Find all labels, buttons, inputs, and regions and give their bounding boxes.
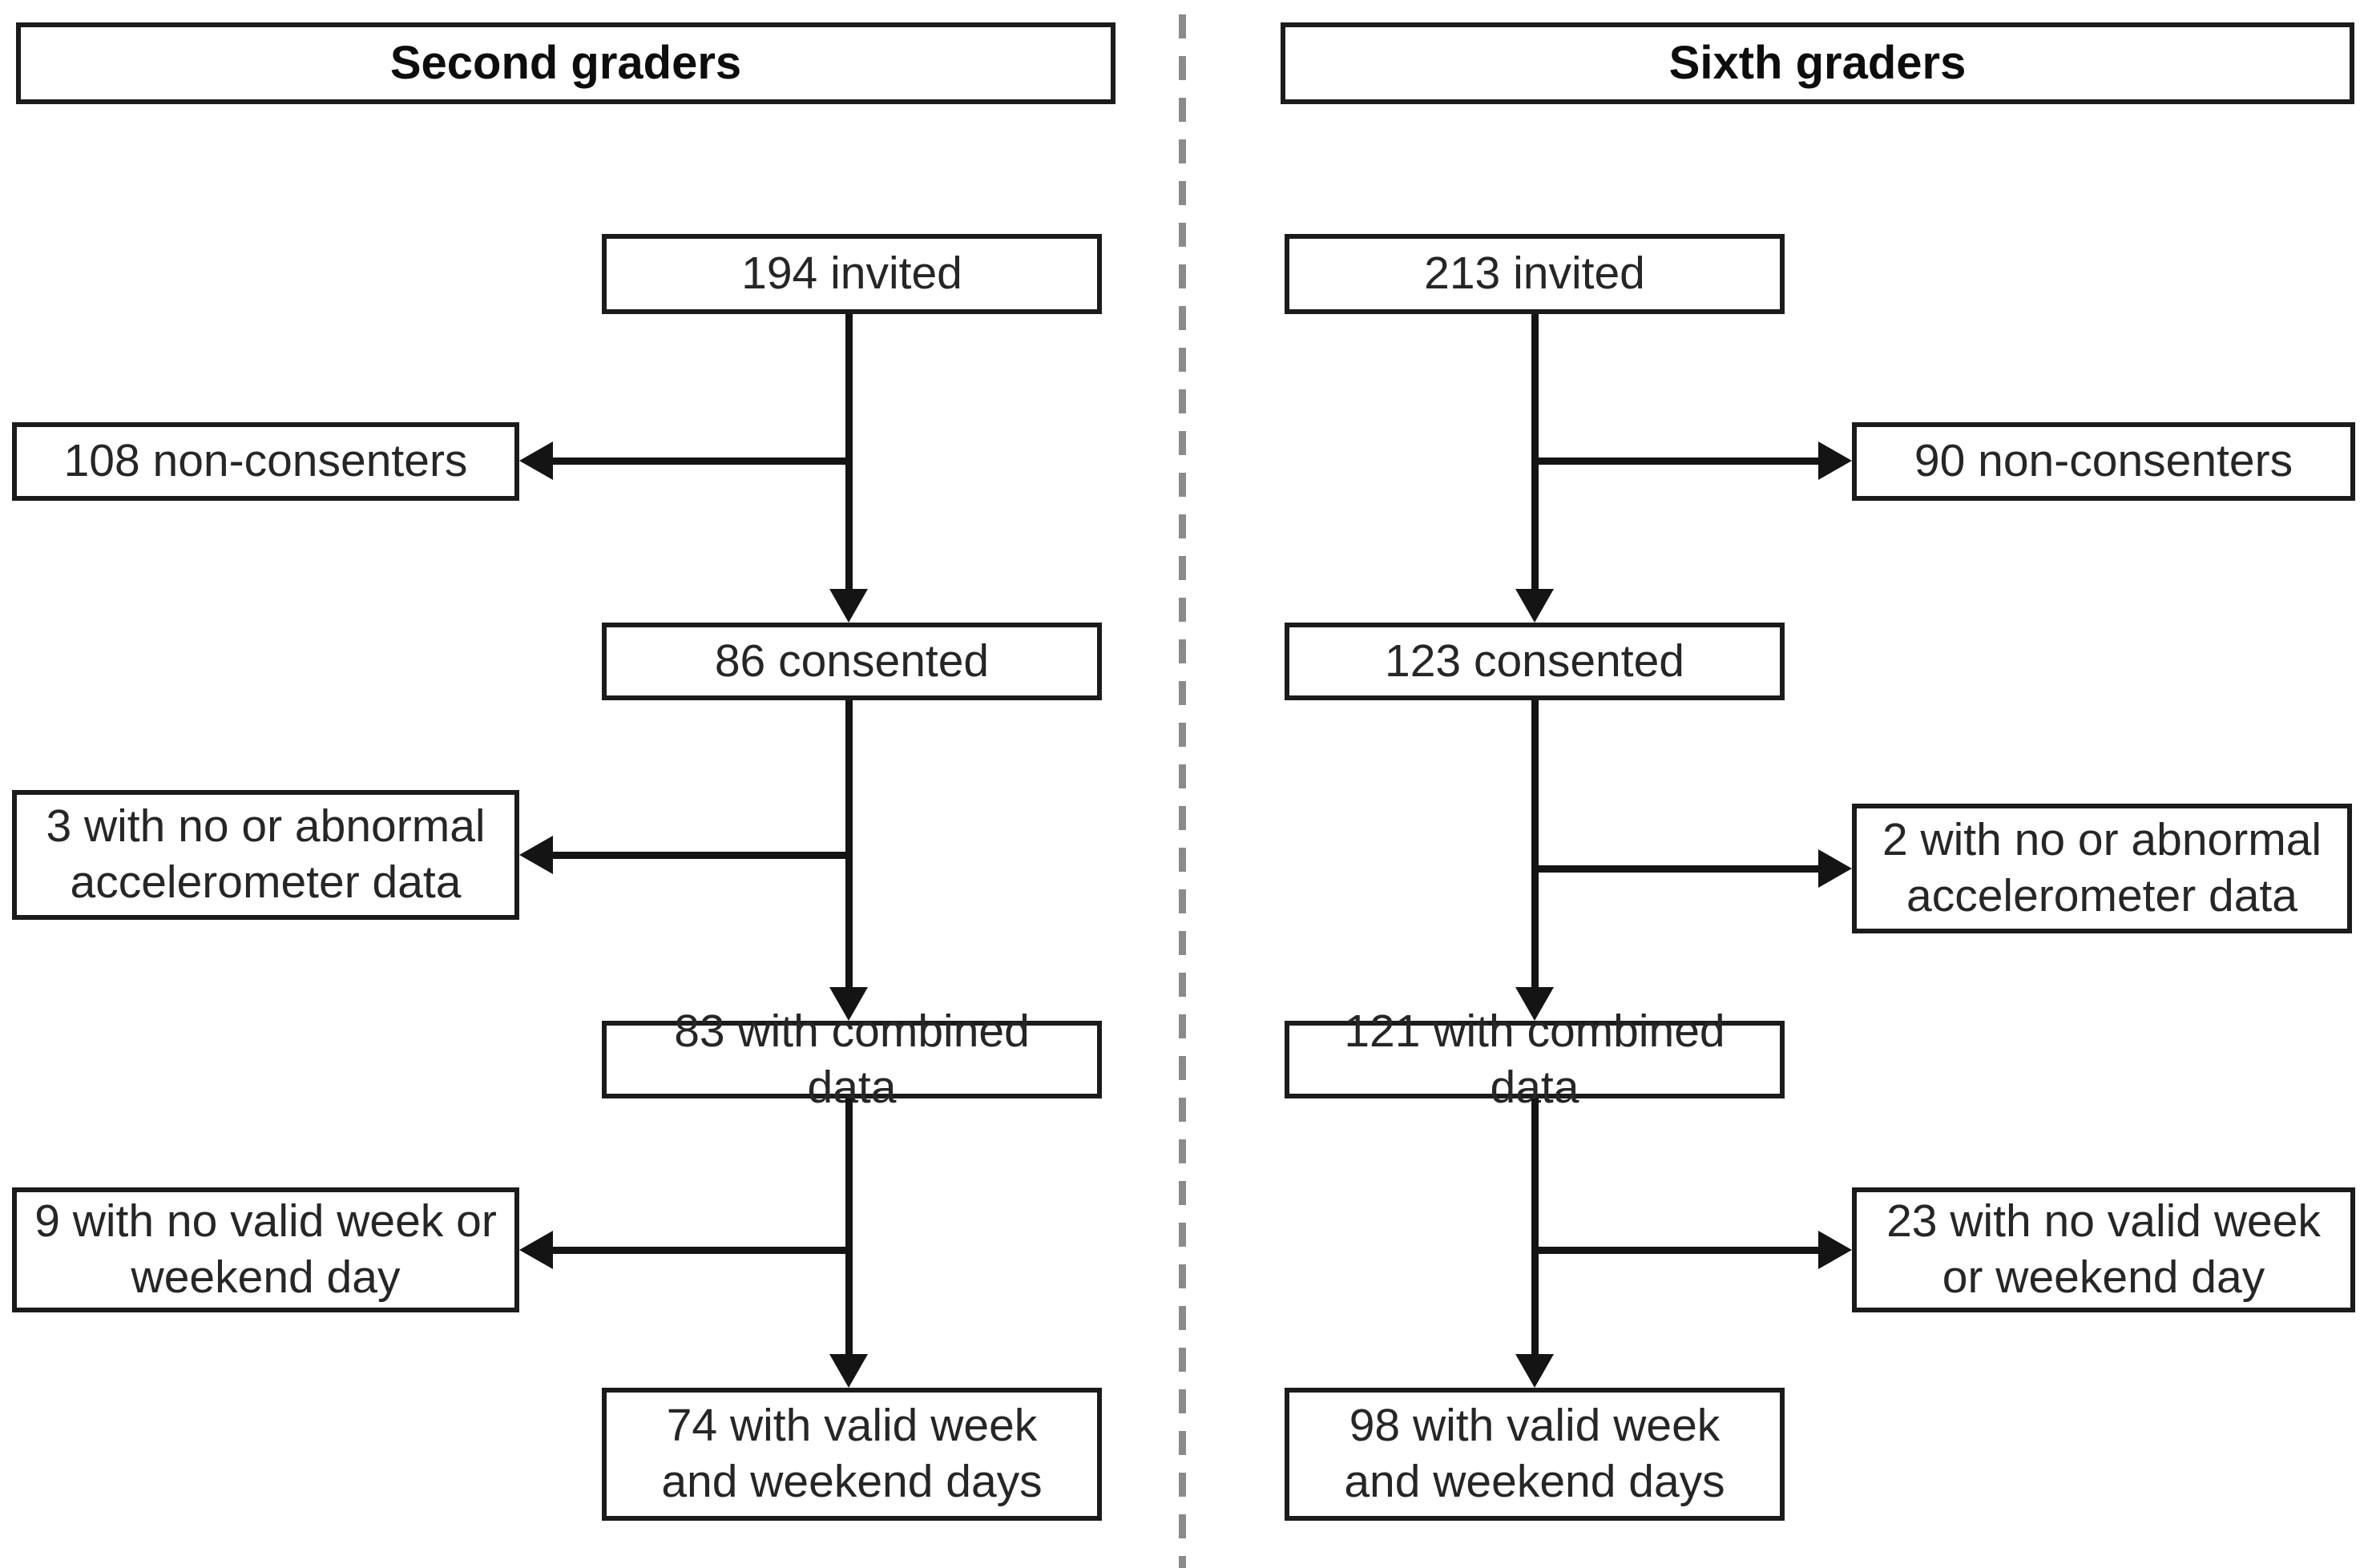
flow-line-sixth-consented-to-combined xyxy=(1531,700,1539,987)
node-second-consented-label: 86 consented xyxy=(714,635,990,687)
arrowhead-right-sixth-no-valid xyxy=(1818,1231,1852,1269)
arrowhead-left-second-abnormal xyxy=(519,836,553,874)
arrowhead-left-second-no-valid xyxy=(519,1231,553,1269)
node-sixth-no-or-abnormal-data-label: 2 with no or abnormal accelerometer data xyxy=(1882,814,2322,921)
header-sixth-graders: Sixth graders xyxy=(1281,22,2354,104)
node-sixth-consented-label: 123 consented xyxy=(1385,635,1684,687)
flow-line-second-consented-to-combined xyxy=(845,700,853,987)
node-second-non-consenters-label: 108 non-consenters xyxy=(63,435,468,487)
node-second-combined-data: 83 with combined data xyxy=(602,1006,1102,1113)
node-second-no-valid-days: 9 with no valid week or weekend day xyxy=(12,1187,519,1312)
node-sixth-no-or-abnormal-data: 2 with no or abnormal accelerometer data xyxy=(1852,804,2352,933)
flow-line-sixth-invited-to-consented xyxy=(1531,314,1539,591)
node-second-consented: 86 consented xyxy=(602,623,1102,700)
flow-line-sixth-combined-to-valid xyxy=(1531,1098,1539,1354)
node-sixth-no-valid-days: 23 with no valid week or weekend day xyxy=(1852,1187,2355,1312)
node-sixth-combined-data-label: 121 with combined data xyxy=(1344,1005,1725,1113)
node-sixth-invited-label: 213 invited xyxy=(1424,248,1645,300)
arrowhead-down-second-valid xyxy=(829,1354,868,1388)
node-sixth-non-consenters: 90 non-consenters xyxy=(1852,422,2355,501)
flow-line-second-branch-no-valid xyxy=(553,1247,852,1254)
arrowhead-down-second-consented xyxy=(829,589,868,623)
node-second-no-valid-days-label: 9 with no valid week or weekend day xyxy=(34,1195,497,1303)
node-sixth-combined-data: 121 with combined data xyxy=(1285,1006,1785,1113)
flow-line-second-combined-to-valid xyxy=(845,1098,853,1354)
flow-line-second-branch-abnormal xyxy=(553,852,852,859)
arrowhead-right-sixth-non-consenters xyxy=(1818,441,1852,480)
arrowhead-left-second-non-consenters xyxy=(519,441,553,480)
arrowhead-down-sixth-consented xyxy=(1515,589,1554,623)
node-second-valid-days: 74 with valid week and weekend days xyxy=(602,1388,1102,1521)
node-second-non-consenters: 108 non-consenters xyxy=(12,422,519,501)
node-sixth-invited: 213 invited xyxy=(1285,234,1785,314)
column-divider-dashed-line xyxy=(1179,14,1186,1568)
arrowhead-down-second-combined xyxy=(829,987,868,1021)
header-second-graders-label: Second graders xyxy=(389,36,742,89)
node-second-invited: 194 invited xyxy=(602,234,1102,314)
node-second-invited-label: 194 invited xyxy=(741,248,962,300)
node-second-no-or-abnormal-data-label: 3 with no or abnormal accelerometer data xyxy=(46,800,486,908)
node-sixth-valid-days: 98 with valid week and weekend days xyxy=(1285,1388,1785,1521)
node-second-valid-days-label: 74 with valid week and weekend days xyxy=(661,1400,1043,1507)
arrowhead-down-sixth-combined xyxy=(1515,987,1554,1021)
header-second-graders: Second graders xyxy=(16,22,1115,104)
arrowhead-down-sixth-valid xyxy=(1515,1354,1554,1388)
node-second-no-or-abnormal-data: 3 with no or abnormal accelerometer data xyxy=(12,790,519,920)
node-sixth-valid-days-label: 98 with valid week and weekend days xyxy=(1344,1400,1725,1507)
node-sixth-consented: 123 consented xyxy=(1285,623,1785,700)
flow-line-sixth-branch-non-consenters xyxy=(1535,458,1818,465)
arrowhead-right-sixth-abnormal xyxy=(1818,849,1852,888)
flow-line-sixth-branch-abnormal xyxy=(1535,865,1818,873)
node-sixth-non-consenters-label: 90 non-consenters xyxy=(1914,435,2293,487)
flow-line-second-branch-non-consenters xyxy=(553,458,852,465)
flow-line-sixth-branch-no-valid xyxy=(1535,1247,1818,1254)
node-sixth-no-valid-days-label: 23 with no valid week or weekend day xyxy=(1886,1195,2321,1303)
flow-line-second-invited-to-consented xyxy=(845,314,853,591)
header-sixth-graders-label: Sixth graders xyxy=(1668,36,1967,89)
